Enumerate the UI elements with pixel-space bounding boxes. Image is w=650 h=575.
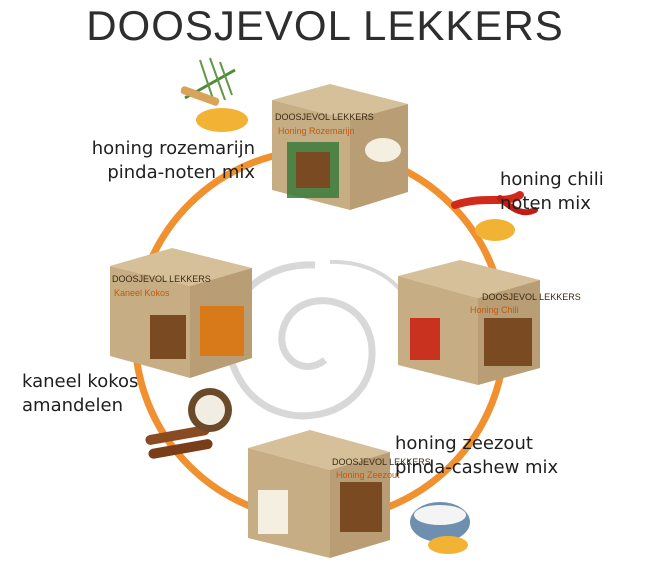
box-kaneel-kokos: DOOSJEVOL LEKKERS Kaneel Kokos <box>110 248 252 378</box>
label-honing-zeezout: honing zeezout pinda-cashew mix <box>395 433 559 478</box>
page-title: DOOSJEVOL LEKKERS <box>86 2 564 49</box>
rosemary-honey-icon <box>180 57 248 132</box>
label-honing-rozemarijn: honing rozemarijn pinda-noten mix <box>91 138 255 183</box>
box4-name: Kaneel Kokos <box>114 288 170 298</box>
box-honing-rozemarijn: DOOSJEVOL LEKKERS Honing Rozemarijn <box>272 84 408 210</box>
label-honing-chili: honing chili noten mix <box>500 169 604 214</box>
brand-text-box4: DOOSJEVOL LEKKERS <box>112 274 211 284</box>
brand-text-box1: DOOSJEVOL LEKKERS <box>275 112 374 122</box>
box-honing-zeezout: DOOSJEVOL LEKKERS Honing Zeezout <box>248 430 431 558</box>
box-honing-chili: DOOSJEVOL LEKKERS Honing Chili <box>398 260 581 385</box>
center-spiral-logo <box>224 259 417 420</box>
label-kaneel-kokos: kaneel kokos amandelen <box>22 371 139 416</box>
box3-name: Honing Zeezout <box>336 470 400 480</box>
box2-name: Honing Chili <box>470 305 519 315</box>
chili-honey-icon <box>451 191 538 241</box>
cinnamon-coconut-icon <box>145 388 232 459</box>
sea-salt-bowl-icon <box>410 502 470 554</box>
brand-text-box3: DOOSJEVOL LEKKERS <box>332 457 431 467</box>
brand-text-box2: DOOSJEVOL LEKKERS <box>482 292 581 302</box>
box1-name: Honing Rozemarijn <box>278 126 355 136</box>
